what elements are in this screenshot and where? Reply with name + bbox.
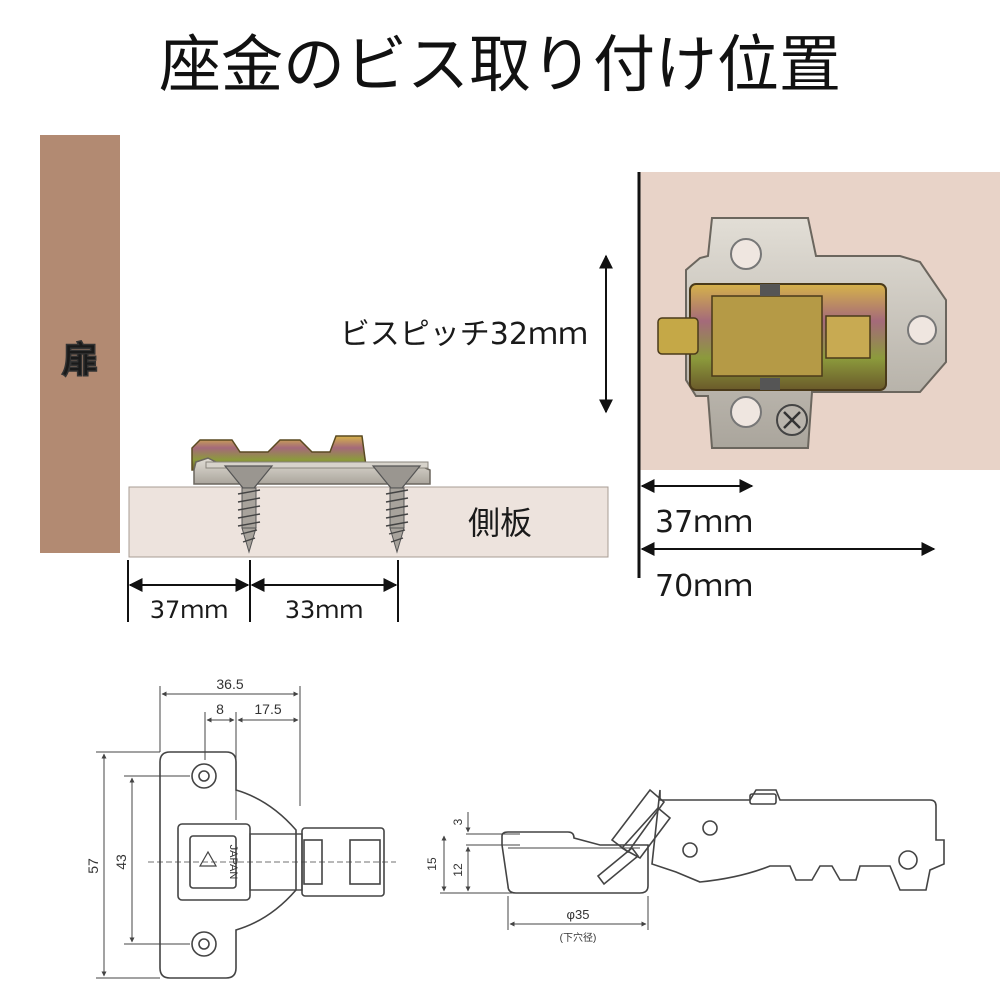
page-title: 座金のビス取り付け位置: [159, 28, 841, 101]
side-dim-15: 15: [425, 857, 439, 871]
cup-diameter-note: (下穴径): [560, 931, 597, 944]
dim-57: 57: [85, 858, 101, 874]
screw-pitch-label: ビスピッチ32ｍｍ: [340, 317, 588, 352]
japan-stamp: JAPAN: [227, 845, 239, 880]
dim-37mm-side: 37ｍｍ: [150, 596, 229, 624]
side-dimensions: [127, 560, 399, 622]
side-panel-label: 側板: [468, 504, 532, 542]
dim-36-5: 36.5: [216, 676, 243, 692]
door-label: 扉: [62, 340, 98, 381]
door-panel: [40, 135, 120, 553]
dim-70mm-top: 70ｍｍ: [655, 569, 753, 604]
dim-8: 8: [216, 701, 224, 717]
side-dim-3: 3: [451, 818, 465, 825]
tech-side-view: [440, 788, 945, 930]
top-view: ビスピッチ32ｍｍ 37ｍｍ 70ｍｍ: [340, 172, 1000, 604]
screw-right: [371, 465, 422, 554]
cup-diameter: φ35: [567, 907, 590, 922]
tech-plan-view: [96, 686, 396, 979]
side-view: 扉 側板: [40, 135, 609, 624]
side-dim-12: 12: [451, 863, 465, 877]
side-panel: [128, 486, 609, 558]
dim-37mm-top: 37ｍｍ: [655, 505, 753, 540]
dim-17-5: 17.5: [254, 701, 281, 717]
screw-left: [223, 465, 274, 554]
dim-43: 43: [113, 854, 129, 870]
mounting-plate-top: [657, 217, 947, 449]
dim-33mm-side: 33ｍｍ: [285, 596, 364, 624]
